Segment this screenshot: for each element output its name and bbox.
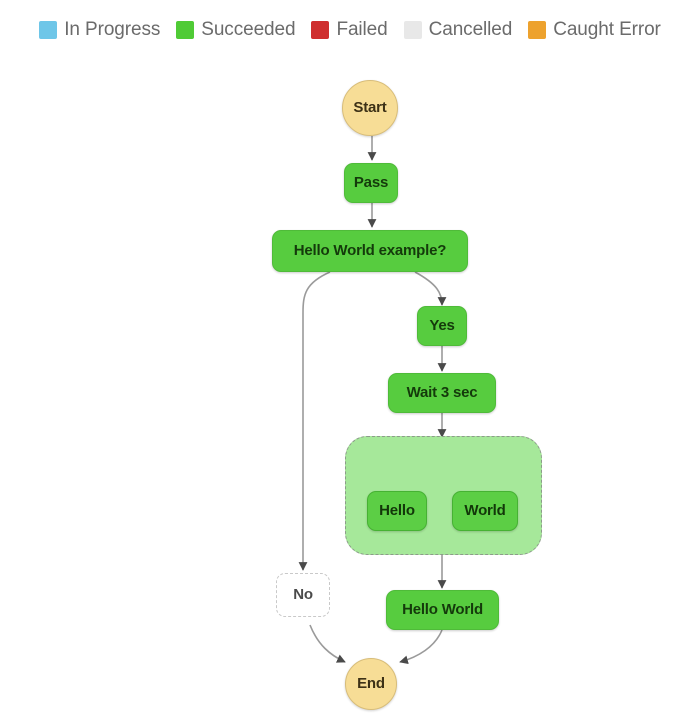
node-start[interactable]: Start (342, 80, 398, 136)
node-pass-label: Pass (353, 173, 389, 191)
legend-label-succeeded: Succeeded (201, 19, 296, 40)
node-wait-3-sec[interactable]: Wait 3 sec (388, 373, 496, 413)
node-end-label: End (357, 674, 385, 692)
legend-label-in-progress: In Progress (64, 19, 161, 40)
node-hello-label: Hello (379, 501, 415, 519)
legend-item-cancelled: Cancelled (403, 19, 513, 41)
node-start-label: Start (353, 98, 387, 116)
node-wait-label: Wait 3 sec (406, 383, 478, 401)
legend-swatch-succeeded (176, 21, 195, 39)
edge-choice-no (298, 271, 331, 571)
node-world[interactable]: World (452, 491, 518, 531)
status-legend: In Progress Succeeded Failed Cancelled C… (0, 0, 700, 60)
legend-label-caught-error: Caught Error (553, 19, 661, 40)
node-yes[interactable]: Yes (417, 306, 467, 346)
legend-swatch-caught-error (528, 21, 547, 39)
workflow-edges (298, 136, 490, 665)
node-choice-hello-world-example[interactable]: Hello World example? (272, 230, 468, 272)
node-no-label: No (293, 585, 313, 603)
node-pass[interactable]: Pass (344, 163, 398, 203)
legend-item-in-progress: In Progress (39, 19, 160, 41)
legend-swatch-in-progress (39, 21, 58, 39)
node-hello[interactable]: Hello (367, 491, 427, 531)
node-hello-world-label: Hello World (402, 600, 483, 618)
node-end[interactable]: End (345, 658, 397, 710)
edge-helloworld-end (399, 629, 443, 665)
workflow-graph: Start Pass Hello World example? Yes Wait… (0, 55, 700, 722)
legend-label-cancelled: Cancelled (428, 19, 513, 40)
node-hello-world[interactable]: Hello World (386, 590, 499, 630)
node-choice-label: Hello World example? (293, 241, 447, 259)
legend-item-caught-error: Caught Error (528, 19, 661, 41)
edge-no-end (309, 624, 346, 663)
legend-label-failed: Failed (336, 19, 388, 40)
node-yes-label: Yes (429, 316, 455, 334)
legend-item-failed: Failed (311, 19, 388, 41)
node-no[interactable]: No (276, 573, 330, 617)
node-world-label: World (464, 501, 506, 519)
legend-swatch-cancelled (403, 21, 422, 39)
legend-swatch-failed (311, 21, 330, 39)
edge-choice-yes (414, 271, 447, 306)
legend-item-succeeded: Succeeded (176, 19, 296, 41)
